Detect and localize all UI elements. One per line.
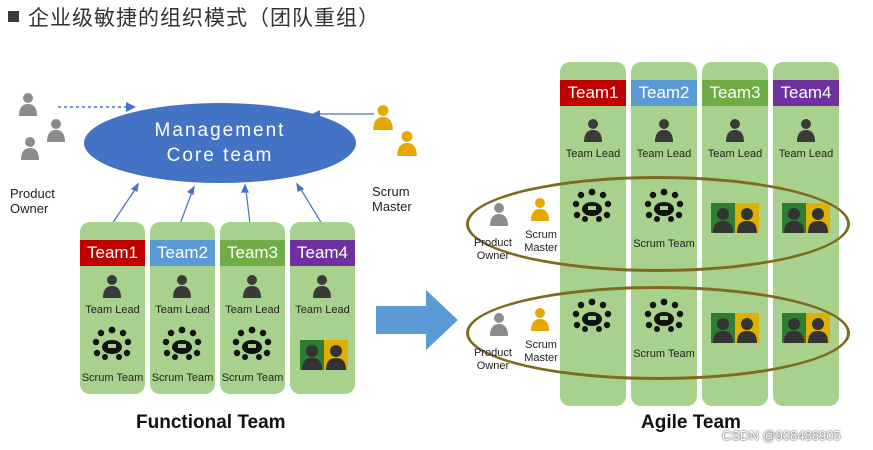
scrum-team-meeting-icon: [162, 326, 202, 360]
scrum-master-people-icon: [370, 104, 426, 174]
team-lead-label: Team Lead: [565, 148, 621, 160]
functional-team3-column: Team3 Team Lead Scrum Team: [220, 222, 285, 394]
agile-team4-header: Team4: [773, 80, 839, 106]
team-lead-label: Team Lead: [636, 148, 692, 160]
functional-team1-header: Team1: [80, 240, 145, 266]
team-to-management-arrows: [111, 182, 323, 225]
product-owner-icon: [489, 202, 509, 226]
agile-row2-ring: [466, 286, 850, 380]
team-lead-label: Team Lead: [225, 304, 280, 316]
functional-team1-column: Team1 Team Lead Scrum Team: [80, 222, 145, 394]
agile-team3-header: Team3: [702, 80, 768, 106]
functional-team3-header: Team3: [220, 240, 285, 266]
scrum-team-label: Scrum Team: [151, 372, 214, 384]
team-lead-icon: [242, 274, 262, 298]
scrum-team-label: Scrum Team: [81, 372, 144, 384]
scrum-team-label: Scrum Team: [221, 372, 284, 384]
title-bullet: [8, 11, 19, 22]
arrow-from-scrum-master: [312, 110, 374, 118]
agile-team1-header: Team1: [560, 80, 626, 106]
functional-team4-column: Team4 Team Lead: [290, 222, 355, 394]
team-lead-icon: [654, 118, 674, 142]
team-lead-label: Team Lead: [778, 148, 834, 160]
functional-team4-header: Team4: [290, 240, 355, 266]
transition-arrow-icon: [376, 290, 458, 350]
team-lead-icon: [172, 274, 192, 298]
watermark: CSDN @908486905: [722, 428, 841, 443]
team-lead-icon: [102, 274, 122, 298]
functional-team2-header: Team2: [150, 240, 215, 266]
product-owner-icon: [489, 312, 509, 336]
scrum-master-icon: [530, 307, 550, 331]
team-lead-icon: [312, 274, 332, 298]
team-lead-icon: [725, 118, 745, 142]
agile-row1-ring: [466, 176, 850, 272]
team-lead-label: Team Lead: [295, 304, 350, 316]
photo-icon: [300, 340, 348, 370]
scrum-team-meeting-icon: [92, 326, 132, 360]
team-lead-label: Team Lead: [707, 148, 763, 160]
team-lead-icon: [796, 118, 816, 142]
dashed-arrow-to-management: [58, 102, 136, 112]
team-lead-icon: [583, 118, 603, 142]
page-title: 企业级敏捷的组织模式（团队重组）: [28, 6, 380, 30]
scrum-team-meeting-icon: [232, 326, 272, 360]
functional-team2-column: Team2 Team Lead Scrum Team: [150, 222, 215, 394]
agile-team-caption: Agile Team: [641, 412, 741, 433]
team-lead-label: Team Lead: [155, 304, 210, 316]
functional-team-caption: Functional Team: [136, 412, 286, 433]
agile-team2-header: Team2: [631, 80, 697, 106]
scrum-master-icon: [530, 197, 550, 221]
team-lead-label: Team Lead: [85, 304, 140, 316]
